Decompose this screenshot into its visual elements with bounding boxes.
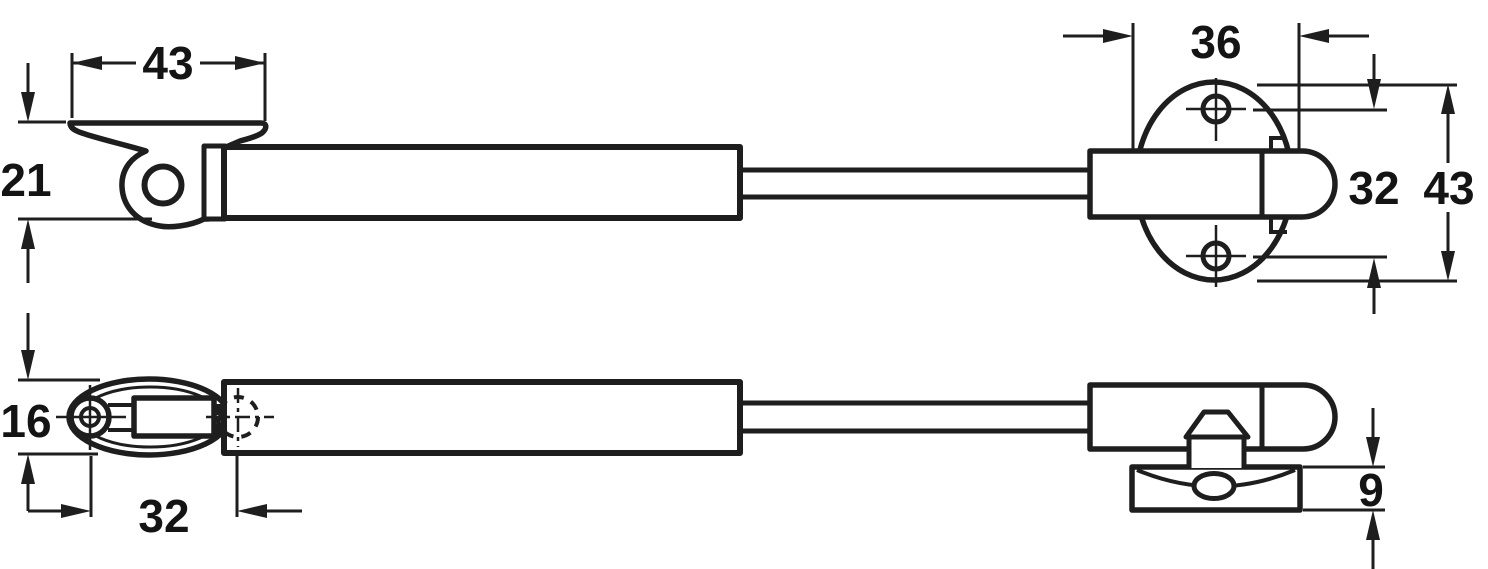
- dim-base-plate-thickness: 9: [1303, 408, 1385, 569]
- dim-bracket-width-label: 43: [142, 37, 193, 89]
- plate-reference-lines: [1253, 83, 1457, 283]
- dimension-annotations: 43 21 36: [0, 16, 1475, 569]
- dim-plate-hole-spacing: 32: [1348, 54, 1400, 314]
- base-plate-slot: [1191, 471, 1237, 501]
- dim-base-plate-thickness-label: 9: [1358, 464, 1384, 516]
- clip-latch-triangle: [1183, 409, 1251, 440]
- dim-eyelet-offset: 32: [28, 456, 302, 542]
- dim-plate-height-label: 43: [1423, 162, 1474, 214]
- clip-neck-fill: [1191, 440, 1242, 468]
- dim-eyelet-height: 16: [0, 313, 100, 511]
- dim-bracket-width: 43: [70, 37, 267, 121]
- eyelet-slot: [131, 395, 217, 439]
- end-connector-top: [1087, 148, 1338, 220]
- cylinder-body-top: [221, 144, 743, 221]
- dim-bracket-height: 21: [0, 63, 152, 283]
- top-view: [67, 78, 1338, 287]
- bottom-view: [56, 376, 1338, 513]
- plate-notch-top: [1269, 136, 1285, 152]
- bracket-pivot-hole: [141, 163, 185, 207]
- dim-plate-hole-spacing-label: 32: [1348, 162, 1399, 214]
- blade-end-block-lower: [215, 425, 223, 437]
- blade-end-block-upper: [215, 404, 223, 415]
- cylinder-body-bottom: [221, 379, 743, 456]
- dim-eyelet-offset-label: 32: [138, 490, 189, 542]
- dim-plate-hole-inset: 36: [1063, 16, 1369, 149]
- dim-plate-hole-inset-label: 36: [1190, 16, 1241, 68]
- dim-bracket-height-label: 21: [0, 154, 51, 206]
- plate-notch-bottom: [1269, 216, 1287, 234]
- dim-plate-height: 43: [1423, 84, 1475, 281]
- dim-eyelet-height-label: 16: [0, 395, 51, 447]
